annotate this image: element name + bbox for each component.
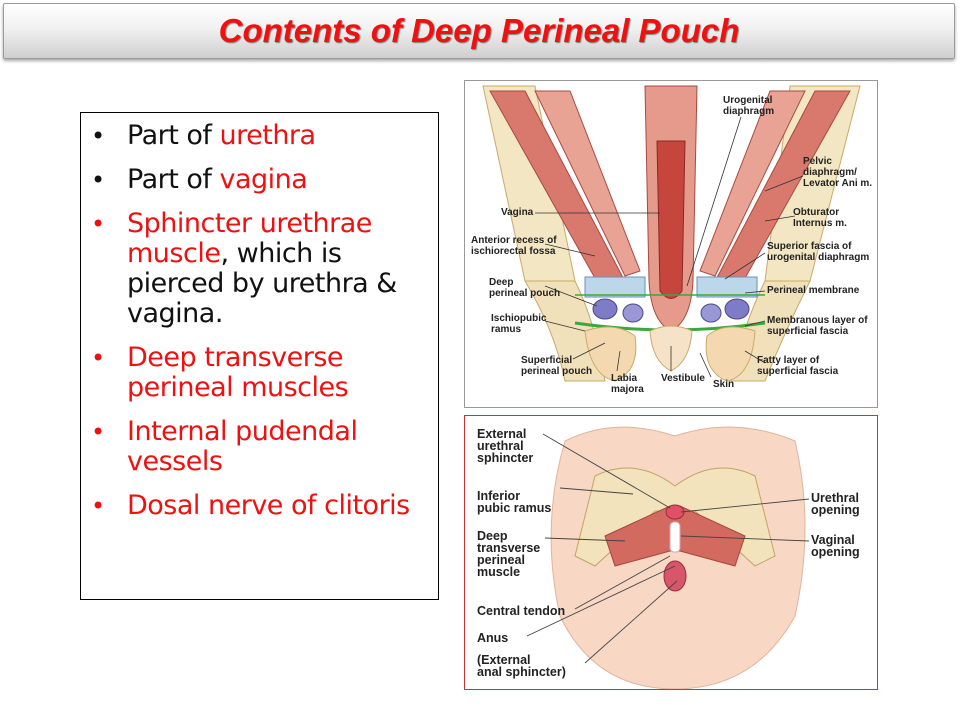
- label-urethral-opening: Urethral opening: [811, 491, 860, 517]
- bullet-list-box: • Part of urethra • Part of vagina • Sphincte…: [80, 112, 439, 600]
- slide-title: Contents of Deep Perineal Pouch: [218, 12, 740, 49]
- bullet-item: • Dosal nerve of clitoris: [91, 490, 426, 521]
- bullet-text: , which is pierced by urethra & vagina.: [127, 238, 397, 329]
- perineum-figure: External urethral sphincter Inferior pub…: [464, 415, 878, 690]
- bullet-dot-icon: •: [91, 210, 105, 238]
- label-external-anal-sphincter: (External anal sphincter): [477, 653, 566, 679]
- label-vaginal-opening: Vaginal opening: [811, 533, 860, 559]
- label-fatty-layer: Fatty layer of superficial fascia: [757, 355, 839, 377]
- bullet-text: urethra: [219, 120, 317, 151]
- bullet-text: Internal pudendal vessels: [127, 416, 358, 477]
- label-deep-transverse-perineal-muscle: Deep transverse perineal muscle: [477, 529, 541, 579]
- bullet-text: Part of: [127, 120, 220, 151]
- perineum-illustration: [465, 416, 877, 689]
- label-superior-fascia: Superior fascia of urogenital diaphragm: [767, 241, 870, 263]
- label-superficial-perineal-pouch: Superficial perineal pouch: [521, 355, 593, 377]
- bullet-item: • Deep transverse perineal muscles: [91, 342, 426, 403]
- bullet-dot-icon: •: [91, 418, 105, 446]
- label-central-tendon: Central tendon: [477, 604, 566, 618]
- label-ischiopubic-ramus: Ischiopubic ramus: [491, 313, 547, 335]
- label-membranous-layer: Membranous layer of superficial fascia: [767, 315, 868, 337]
- bullet-text: Dosal nerve of clitoris: [127, 490, 410, 521]
- bullet-text: Sphincter urethrae muscle: [127, 208, 372, 269]
- label-perineal-membrane: Perineal membrane: [767, 285, 860, 296]
- label-vestibule: Vestibule: [661, 373, 705, 384]
- label-vagina: Vagina: [501, 207, 534, 218]
- bullet-text: Part of: [127, 164, 220, 195]
- bullet-item: • Sphincter urethrae muscle, which is pie…: [91, 208, 426, 329]
- label-anus: Anus: [477, 631, 509, 645]
- label-skin: Skin: [713, 379, 735, 390]
- label-pelvic-diaphragm: Pelvic diaphragm/ Levator Ani m.: [803, 156, 873, 189]
- coronal-section-figure: Urogenital diaphragm Pelvic diaphragm/ L…: [464, 80, 878, 408]
- bullet-dot-icon: •: [91, 344, 105, 372]
- bullet-item: • Part of urethra: [91, 120, 426, 151]
- bullet-dot-icon: •: [91, 166, 105, 194]
- label-external-urethral-sphincter: External urethral sphincter: [477, 427, 534, 465]
- label-anterior-recess: Anterior recess of ischiorectal fossa: [471, 235, 557, 257]
- bullet-item: • Internal pudendal vessels: [91, 416, 426, 477]
- label-labia-majora: Labia majora: [611, 373, 644, 395]
- label-inferior-pubic-ramus: Inferior pubic ramus: [477, 489, 552, 515]
- bullet-item: • Part of vagina: [91, 164, 426, 195]
- bullet-list: • Part of urethra • Part of vagina • Sphincte…: [81, 113, 438, 521]
- bullet-text: Deep transverse perineal muscles: [127, 342, 349, 403]
- label-urogenital-diaphragm: Urogenital diaphragm: [723, 95, 775, 117]
- title-bar: Contents of Deep Perineal Pouch: [3, 3, 955, 59]
- coronal-section-illustration: [465, 81, 877, 407]
- label-obturator-internus: Obturator Internus m.: [793, 207, 847, 229]
- bullet-text: vagina: [219, 164, 308, 195]
- bullet-dot-icon: •: [91, 122, 105, 150]
- bullet-dot-icon: •: [91, 492, 105, 520]
- label-deep-perineal-pouch: Deep perineal pouch: [489, 277, 561, 299]
